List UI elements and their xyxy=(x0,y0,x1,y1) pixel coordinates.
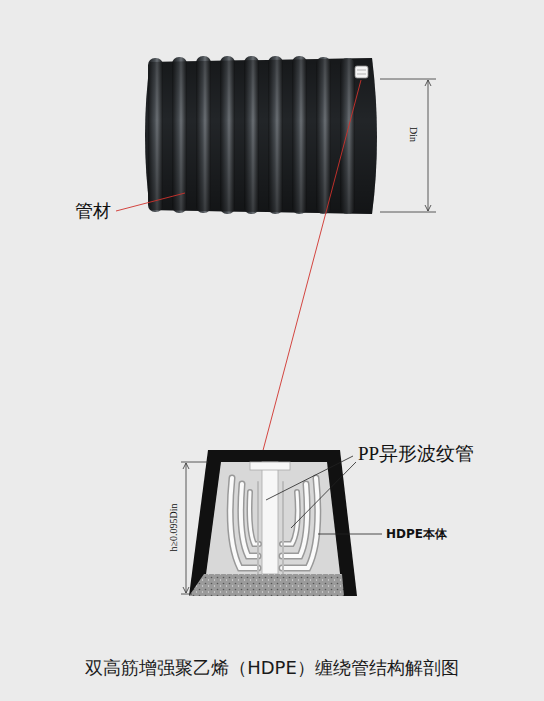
dimension-label: h≥0.095Din xyxy=(168,503,179,551)
cross-section xyxy=(189,450,357,596)
part-label: HDPE本体 xyxy=(386,526,447,543)
dimension-line xyxy=(181,462,208,594)
part-label: 管材 xyxy=(75,199,111,223)
dimension-line xyxy=(380,79,436,212)
part-label: PP异形波纹管 xyxy=(358,441,474,467)
pipe-illustration xyxy=(145,56,377,214)
dimension-label: Din xyxy=(408,127,419,142)
leader-line xyxy=(266,456,382,534)
leader-line xyxy=(116,193,185,211)
figure-caption: 双高筋增强聚乙烯（HDPE）缠绕管结构解剖图 xyxy=(85,656,459,680)
leader-line xyxy=(252,80,361,492)
